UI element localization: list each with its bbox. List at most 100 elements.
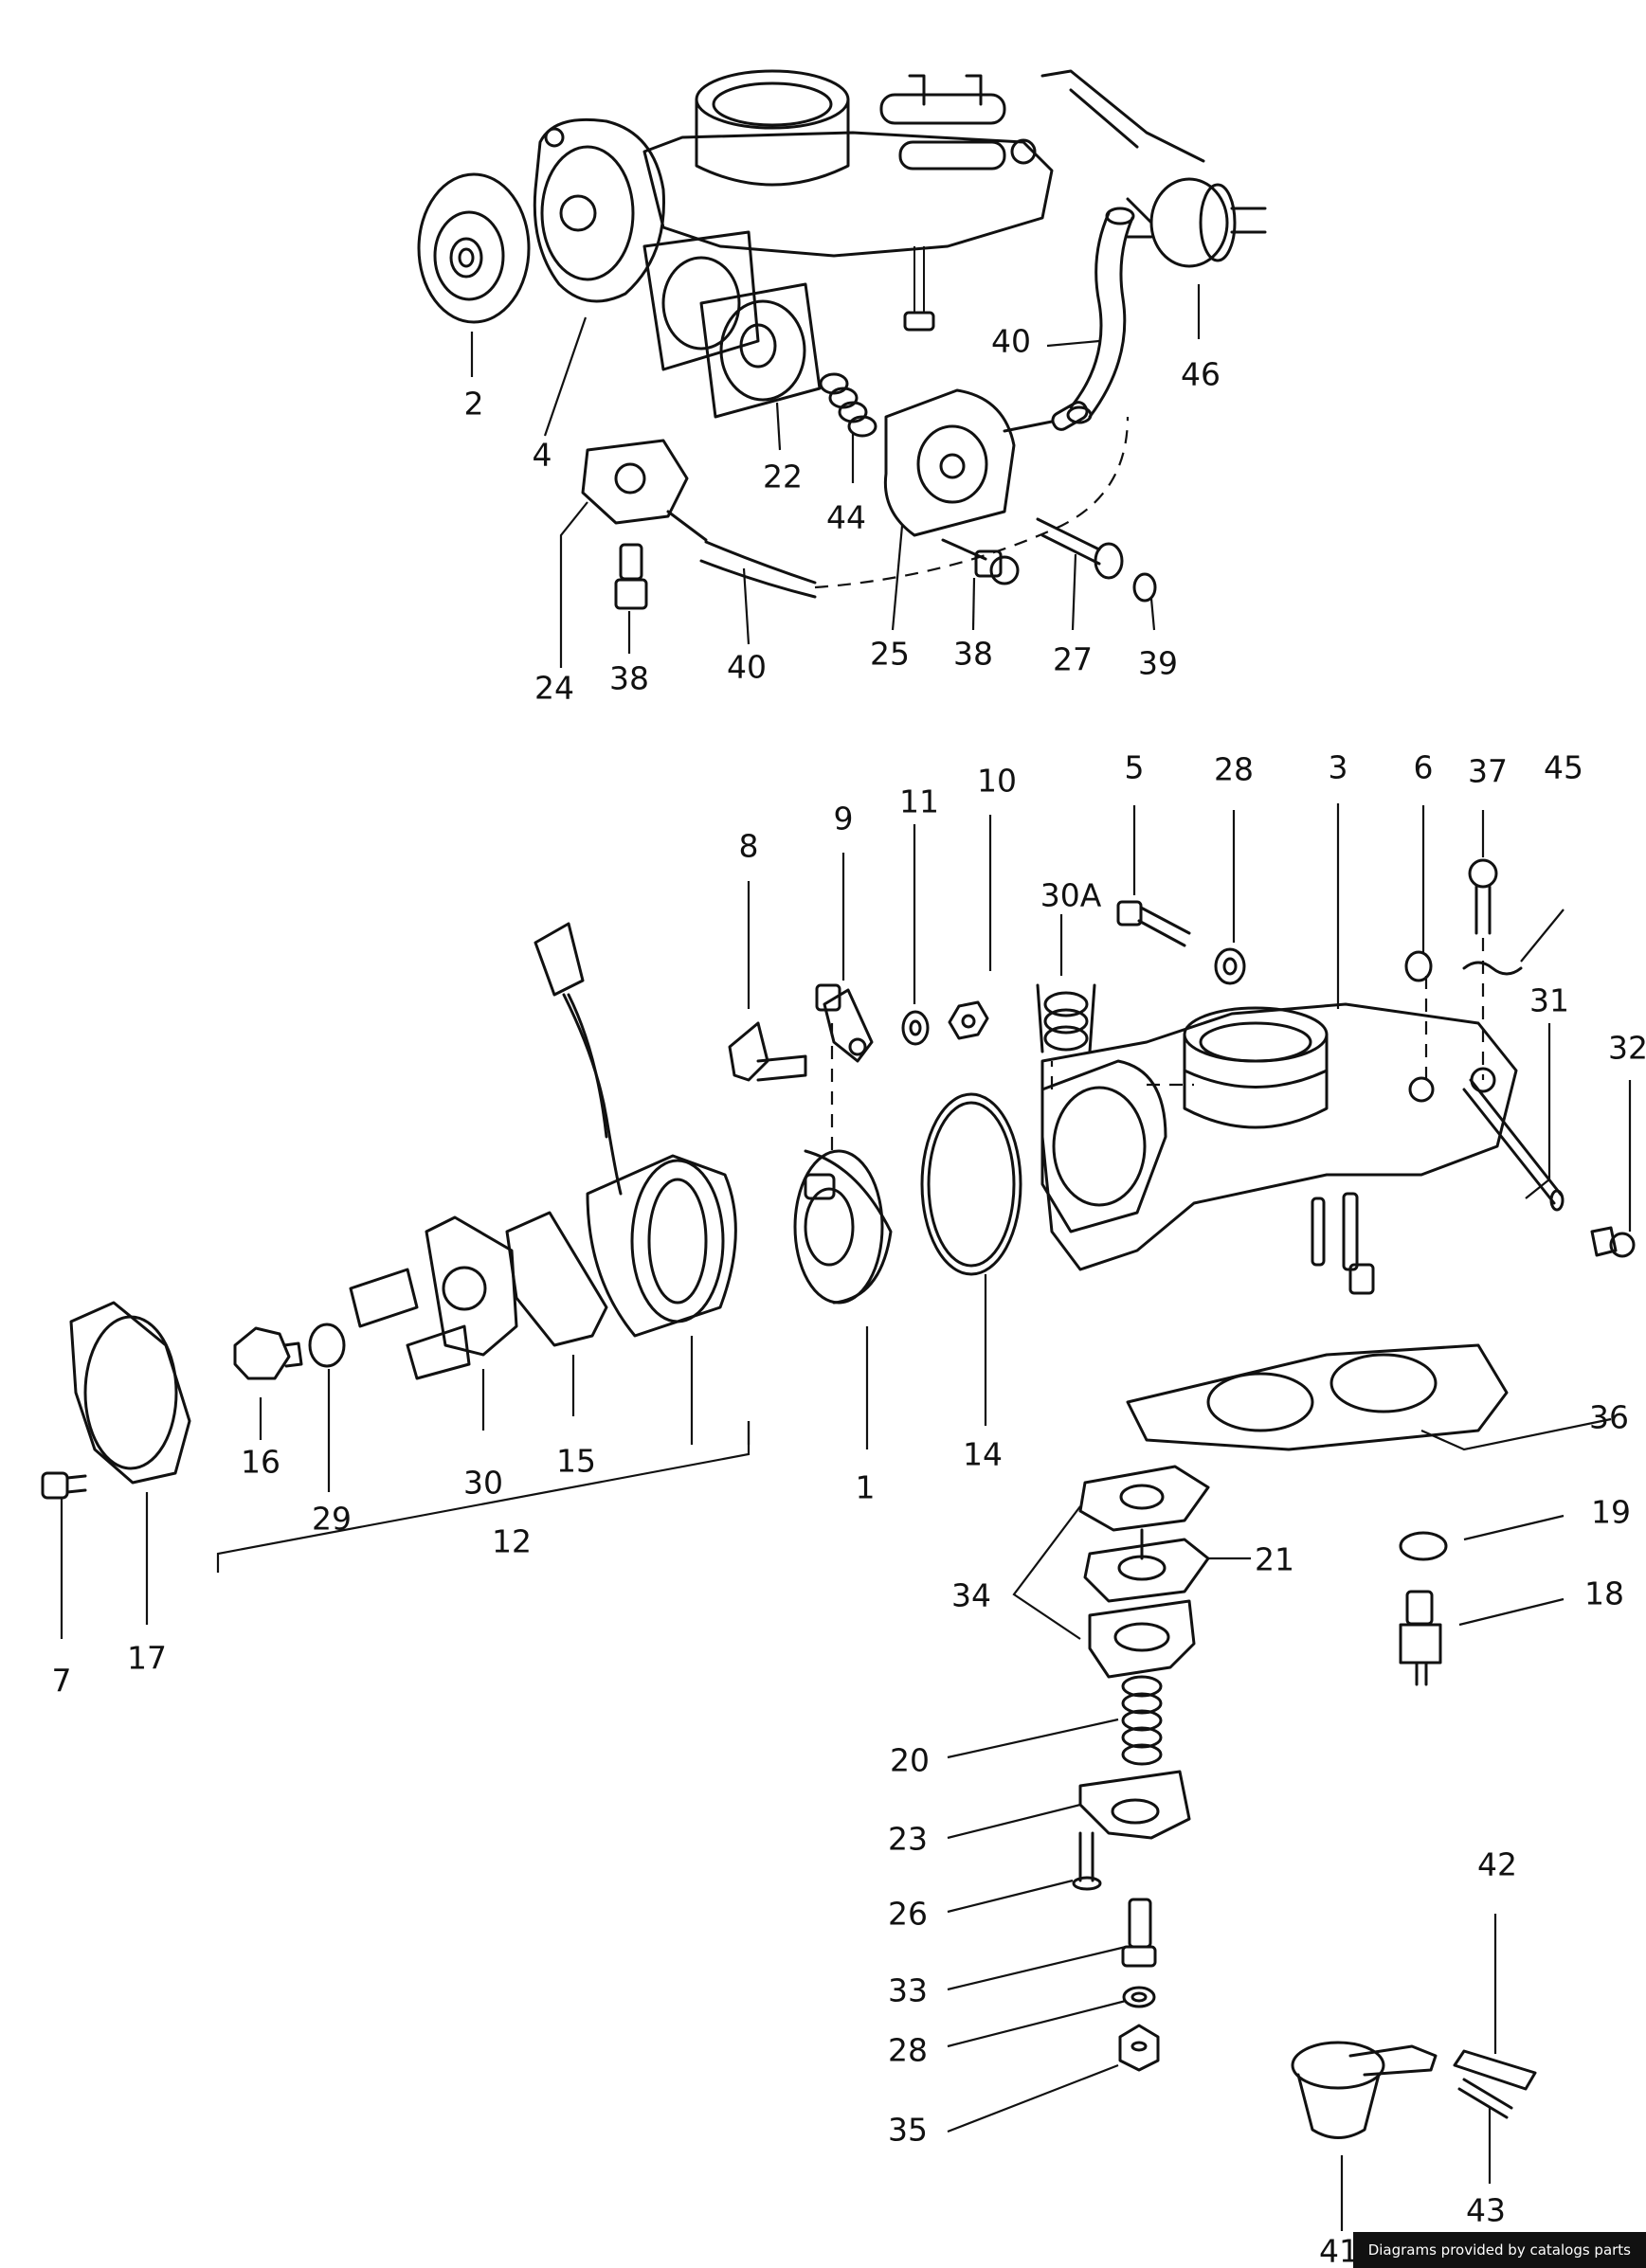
part-housing-30: [349, 1215, 518, 1380]
callout-label: 14: [963, 1436, 1003, 1473]
callout-label: 38: [609, 660, 649, 697]
part-washer-28-top: [1214, 947, 1246, 985]
callout-label: 19: [1591, 1494, 1631, 1531]
callout-label: 20: [890, 1742, 930, 1779]
callout-labels: 2 4 22 44 24 38 40 25 38 27 39 40 46 8 9…: [52, 323, 1646, 2268]
callout-label: 34: [951, 1577, 991, 1614]
callout-label: 24: [534, 670, 574, 707]
part-vacuum-hose-upper: [1066, 207, 1135, 424]
hose-routing-line: [814, 416, 1130, 589]
callout-label: 6: [1414, 749, 1434, 786]
part-valve-27: [1036, 517, 1124, 580]
callout-label: 46: [1181, 356, 1221, 393]
part-washer-28-bottom: [1122, 1986, 1156, 2008]
part-cap-41: [1291, 2041, 1438, 2139]
callout-label: 17: [127, 1640, 167, 1677]
part-oring-19: [1399, 1531, 1448, 1561]
callout-label: 8: [739, 828, 759, 865]
callout-label: 4: [533, 437, 552, 474]
callout-label: 39: [1138, 645, 1178, 682]
part-nut-35: [1118, 2024, 1160, 2072]
part-spring-30A: [1036, 983, 1096, 1053]
callout-label: 40: [991, 323, 1031, 360]
sensor-wire: [567, 993, 608, 1139]
callout-label: 37: [1468, 753, 1508, 790]
part-body-flange: [642, 230, 760, 371]
callout-label: 25: [870, 636, 910, 673]
part-choke-housing-main: [1040, 1059, 1194, 1233]
part-spring-20: [1121, 1675, 1163, 1766]
callout-label: 28: [1214, 751, 1254, 788]
part-spring-small: [819, 372, 877, 438]
callout-label: 35: [888, 2112, 928, 2149]
top-carburetor-assembly: [417, 69, 1267, 610]
callout-label: 11: [899, 783, 939, 820]
leader-lines: [60, 284, 1632, 2231]
part-cover-23: [1078, 1770, 1191, 1840]
part-link-42: [1453, 2049, 1537, 2091]
callout-label: 12: [492, 1523, 532, 1560]
callout-label: 43: [1466, 2192, 1506, 2229]
part-choke-cover: [417, 172, 531, 324]
part-diaphragm-21: [1083, 1528, 1210, 1603]
part-clip-45: [1462, 961, 1523, 976]
callout-label: 22: [763, 459, 803, 495]
part-pin-43: [1457, 2078, 1513, 2119]
part-gasket-15: [505, 1211, 608, 1347]
part-plug-16: [233, 1326, 303, 1380]
callout-label: 27: [1053, 641, 1093, 678]
callout-label: 30A: [1040, 877, 1102, 914]
callout-label: 21: [1255, 1541, 1294, 1578]
part-carburetor-body-top: [642, 69, 1054, 332]
part-sensor-18: [1399, 1590, 1442, 1686]
callout-label: 10: [977, 763, 1017, 800]
part-diaphragm-gasket: [699, 282, 822, 419]
callout-label: 44: [826, 499, 866, 536]
part-screw-7: [41, 1471, 87, 1500]
part-pulldown-unit: [883, 388, 1089, 537]
part-plug-6: [1404, 950, 1433, 982]
callout-label: 28: [888, 2032, 928, 2069]
callout-label: 45: [1544, 749, 1583, 786]
callout-label: 29: [312, 1501, 352, 1538]
callout-label: 41: [1319, 2233, 1359, 2268]
part-heater-housing: [534, 922, 737, 1338]
part-choke-housing: [533, 117, 665, 303]
credit-banner: Diagrams provided by catalogs parts: [1352, 2232, 1646, 2268]
part-screw-5: [1116, 900, 1191, 947]
callout-label: 33: [888, 1972, 928, 2009]
callout-label: 15: [556, 1443, 596, 1480]
callout-label: 7: [52, 1663, 72, 1700]
callout-label: 3: [1329, 749, 1348, 786]
part-screw-38b: [941, 538, 1020, 585]
callout-label: 36: [1589, 1399, 1629, 1436]
part-thermo-switch: [1040, 69, 1267, 268]
callout-label: 30: [463, 1465, 503, 1502]
callout-label: 9: [834, 801, 854, 837]
part-oring-29: [308, 1323, 346, 1368]
part-cover-17: [69, 1301, 191, 1485]
part-lever-9: [815, 983, 874, 1063]
callout-label: 18: [1584, 1575, 1624, 1612]
callout-label: 40: [727, 649, 767, 686]
callout-label: 32: [1608, 1030, 1646, 1067]
part-gasket-34-bottom: [1088, 1599, 1196, 1679]
part-choke-lever: [728, 1021, 807, 1082]
part-nut-10: [948, 1000, 989, 1040]
callout-label: 2: [464, 386, 484, 423]
part-carburetor-body-main: [1040, 1002, 1518, 1295]
part-vacuum-hose-lower: [699, 540, 817, 599]
callout-label: 23: [888, 1821, 928, 1858]
callout-label: 38: [953, 636, 993, 673]
part-cover-34-top: [1078, 1465, 1210, 1532]
callout-label: 5: [1125, 749, 1145, 786]
part-washer-11: [901, 1010, 930, 1046]
part-screw-26: [1072, 1831, 1102, 1891]
part-gasket-36: [1126, 1343, 1509, 1451]
callout-label: 16: [241, 1444, 280, 1481]
callout-label: 26: [888, 1896, 928, 1933]
part-vent-valve: [581, 439, 708, 542]
callout-label: 1: [856, 1469, 876, 1506]
callout-label: 42: [1477, 1846, 1517, 1883]
